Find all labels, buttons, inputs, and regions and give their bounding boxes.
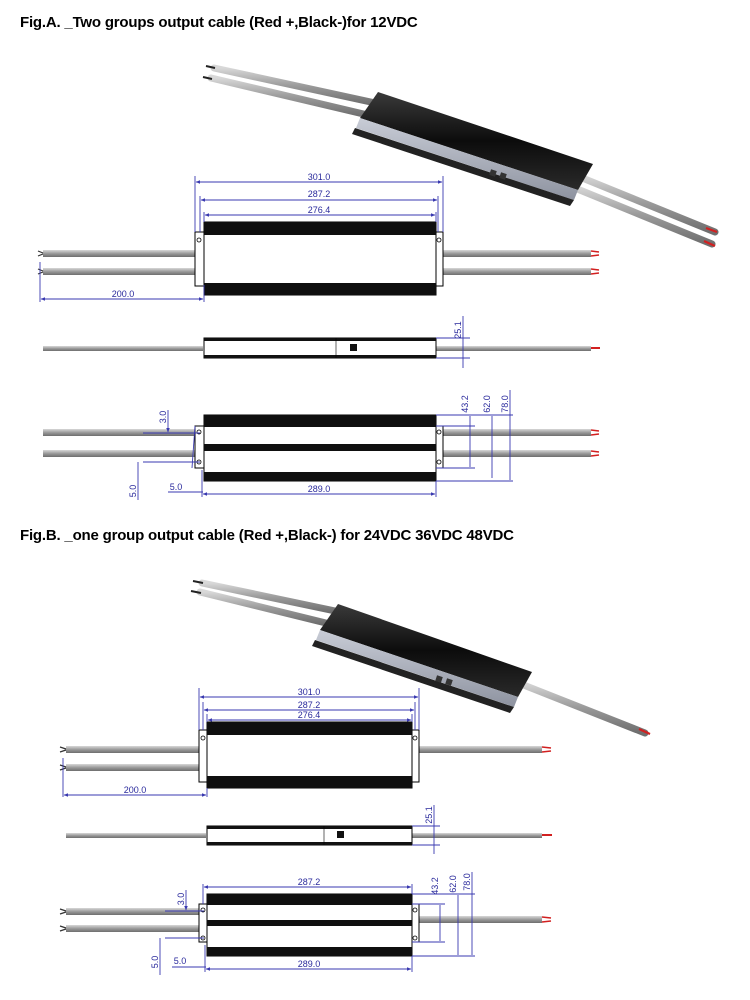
dim-b-cable-length: 200.0 <box>124 785 147 795</box>
dim-b-height: 25.1 <box>424 806 434 824</box>
figure-a-bottom-view <box>43 414 600 482</box>
figure-b-isometric-view <box>190 579 651 737</box>
dim-b-offset-a: 3.0 <box>176 893 186 906</box>
dim-b-hole-spacing: 289.0 <box>298 959 321 969</box>
dim-a-width-inner: 43.2 <box>460 395 470 413</box>
dim-b-bottom-mount-length: 287.2 <box>298 877 321 887</box>
figure-b-title: Fig.B. _one group output cable (Red +,Bl… <box>20 527 514 544</box>
figure-a-dimensions <box>39 176 513 500</box>
dim-b-overall-length: 301.0 <box>298 687 321 697</box>
dim-b-mount-length: 287.2 <box>298 700 321 710</box>
dim-a-body-length: 276.4 <box>308 205 331 215</box>
figure-a: 301.0 287.2 276.4 200.0 25.1 3.0 5.0 5.0… <box>37 64 719 500</box>
figure-a-isometric-view <box>202 64 719 248</box>
dim-b-width-mid: 62.0 <box>448 875 458 893</box>
dim-a-height: 25.1 <box>453 321 463 339</box>
dim-a-offset-c: 5.0 <box>170 482 183 492</box>
dim-a-mount-length: 287.2 <box>308 189 331 199</box>
dim-a-hole-spacing: 289.0 <box>308 484 331 494</box>
figure-a-side-view <box>43 337 600 359</box>
figure-b-dimensions <box>62 688 475 975</box>
dim-b-offset-c: 5.0 <box>174 956 187 966</box>
figure-a-title: Fig.A. _Two groups output cable (Red +,B… <box>20 14 418 31</box>
figure-b-bottom-view <box>59 893 552 957</box>
dim-a-overall-length: 301.0 <box>308 172 331 182</box>
dim-a-offset-b: 5.0 <box>128 485 138 498</box>
dim-a-offset-a: 3.0 <box>158 411 168 424</box>
figure-b-top-view <box>59 721 552 789</box>
dim-a-width-outer: 78.0 <box>500 395 510 413</box>
dim-b-body-length: 276.4 <box>298 710 321 720</box>
dim-b-offset-b: 5.0 <box>150 956 160 969</box>
figure-b-side-view <box>66 825 552 846</box>
figure-b: 301.0 287.2 276.4 200.0 25.1 287.2 3.0 5… <box>59 579 651 975</box>
dim-a-cable-length: 200.0 <box>112 289 135 299</box>
dim-b-width-inner: 43.2 <box>430 877 440 895</box>
dim-a-width-mid: 62.0 <box>482 395 492 413</box>
dim-b-width-outer: 78.0 <box>462 873 472 891</box>
figure-a-top-view <box>37 221 600 296</box>
